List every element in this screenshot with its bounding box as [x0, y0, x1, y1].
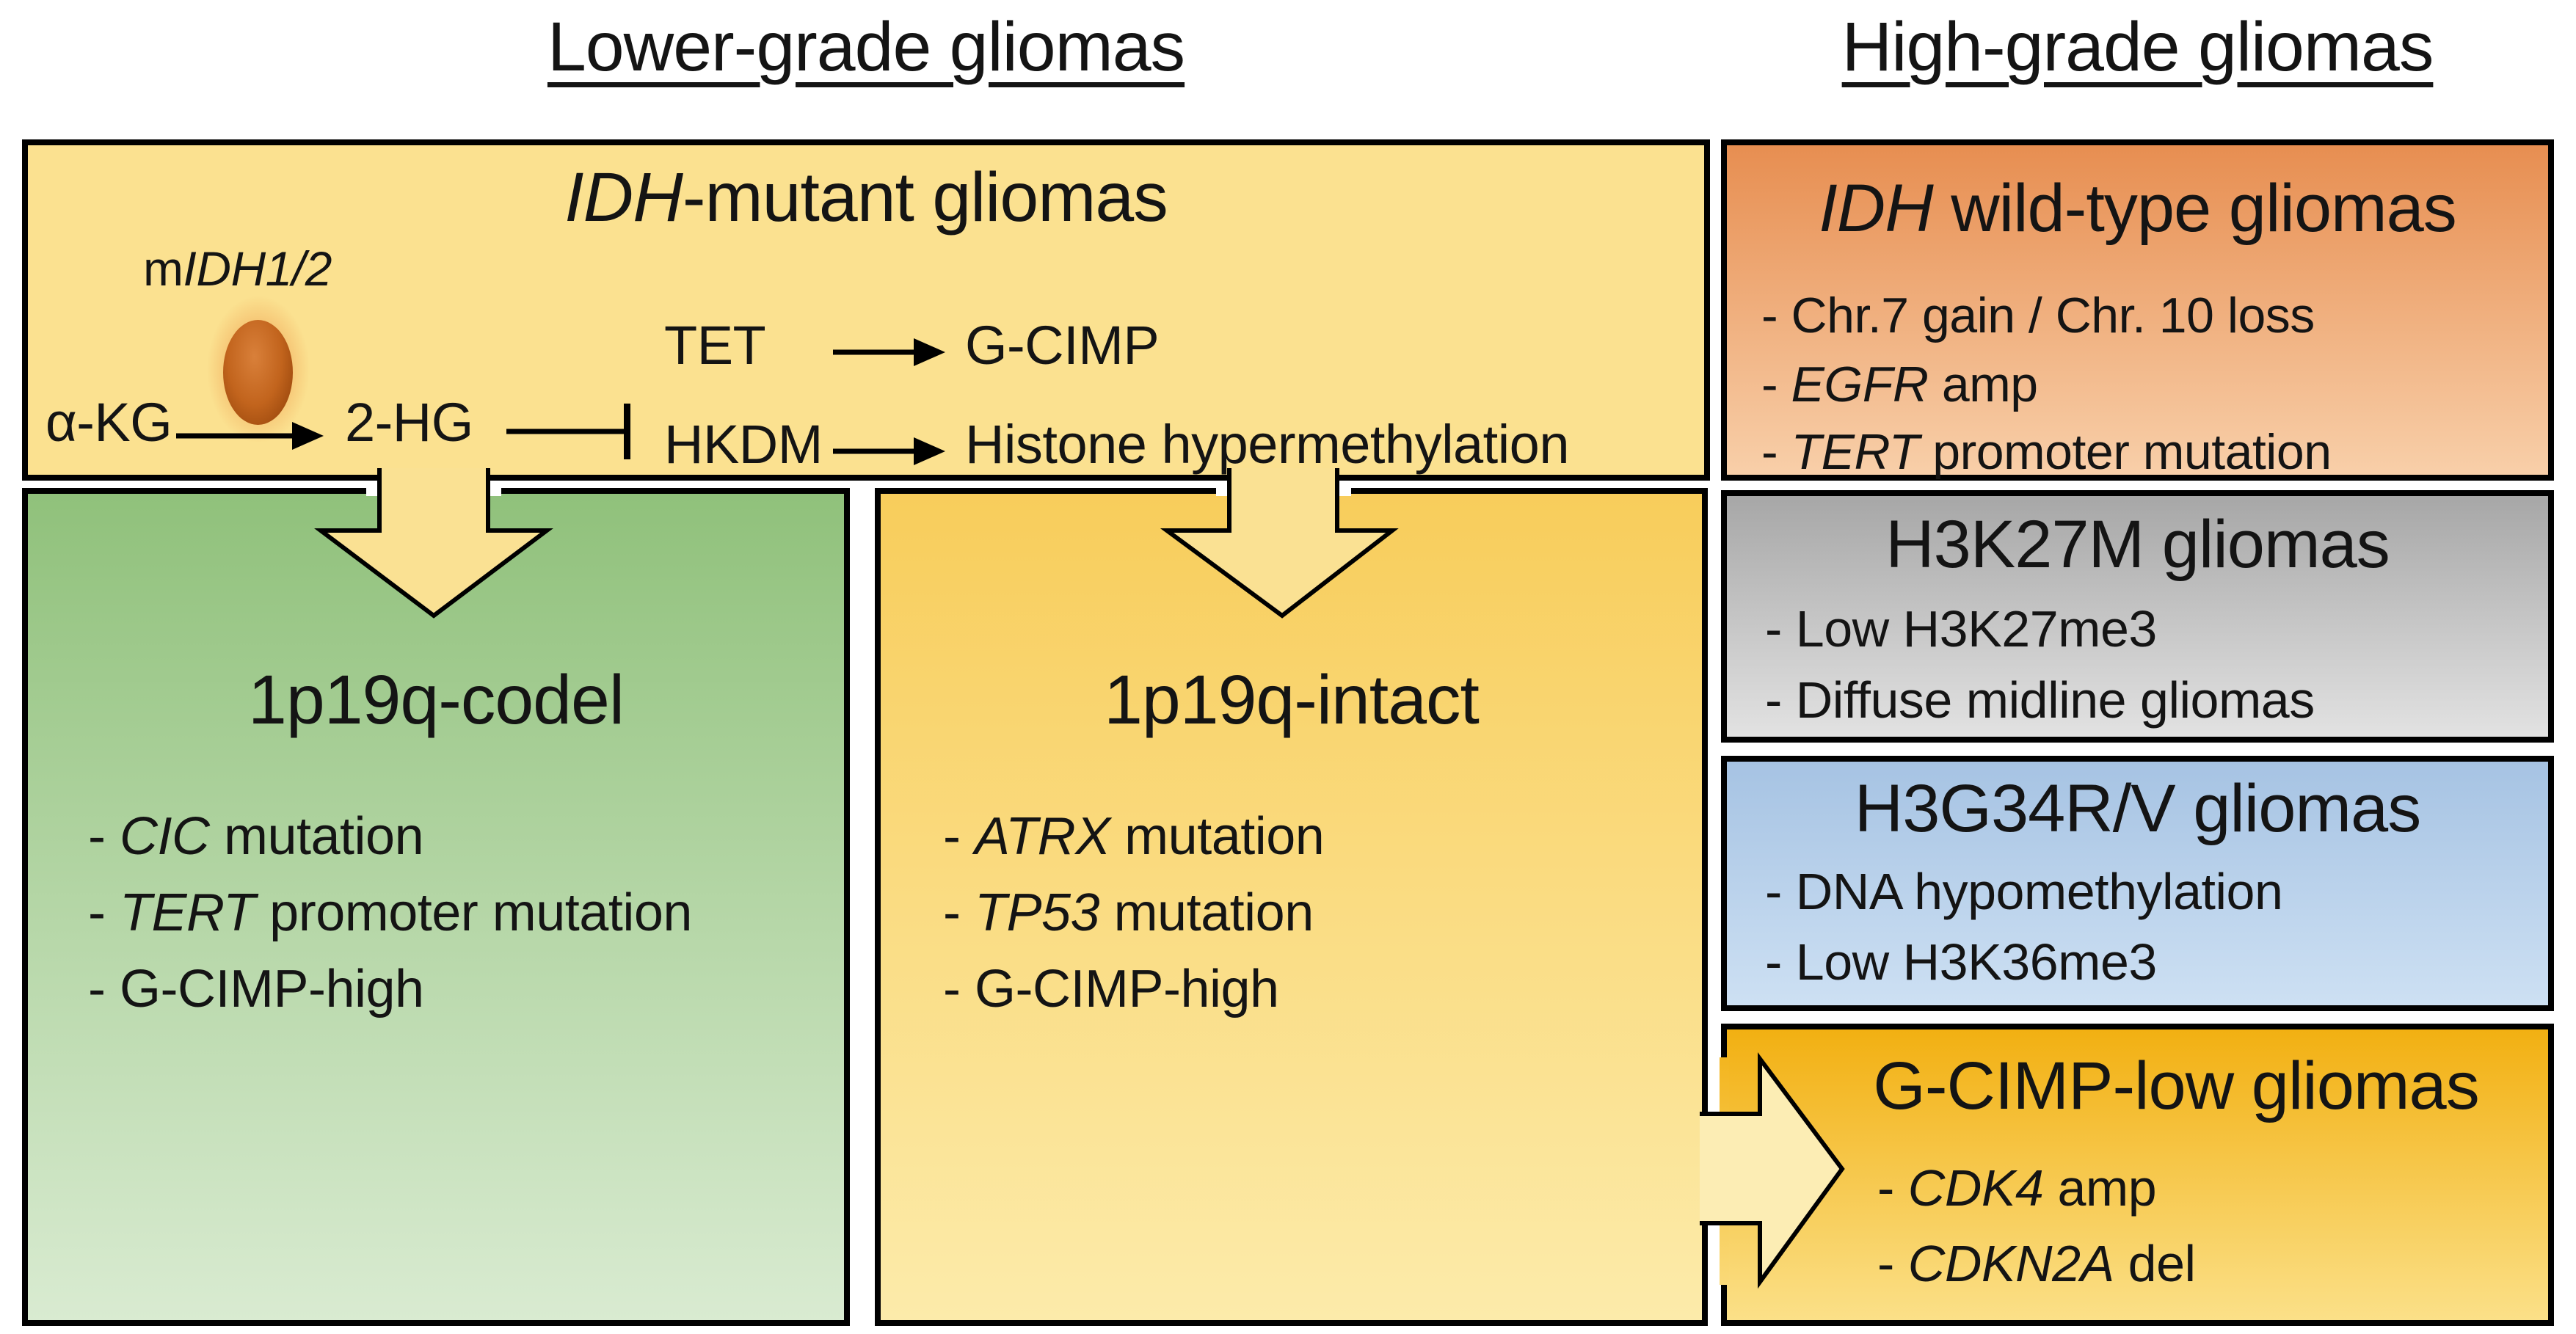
reaction-arrow-head	[292, 422, 324, 450]
section-title-high-grade: High-grade gliomas	[1721, 7, 2554, 87]
wildtype-item-tert: - TERT promoter mutation	[1761, 424, 2332, 480]
mutant-idh-enzyme-circle	[223, 320, 293, 425]
g-cimp-low-gliomas-box	[1721, 1024, 2554, 1326]
wildtype-item-egfr: - EGFR amp	[1761, 357, 2038, 412]
g-cimp-label: G-CIMP	[965, 315, 1160, 376]
inhibition-bar	[624, 404, 630, 459]
h3g34-item-low-h3k36me3: - Low H3K36me3	[1765, 933, 2157, 991]
h3k27m-gliomas-box	[1721, 490, 2554, 743]
h3g34rv-gliomas-box	[1721, 756, 2554, 1011]
tet-label: TET	[664, 315, 766, 376]
codel-item-tert: - TERT promoter mutation	[88, 883, 692, 942]
h3k27m-item-diffuse-midline: - Diffuse midline gliomas	[1765, 671, 2315, 729]
section-title-lower-grade: Lower-grade gliomas	[22, 7, 1710, 87]
gcimp-low-box-title: G-CIMP-low gliomas	[1873, 1049, 2479, 1123]
intact-item-atrx: - ATRX mutation	[943, 807, 1325, 866]
hkdm-arrow-head	[914, 437, 945, 465]
wildtype-item-chr: - Chr.7 gain / Chr. 10 loss	[1761, 288, 2315, 343]
h3k27m-item-low-h3k27me3: - Low H3K27me3	[1765, 600, 2157, 657]
high-grade-title-text: High-grade gliomas	[1841, 8, 2434, 86]
h3g34-item-dna-hypomethylation: - DNA hypomethylation	[1765, 863, 2283, 920]
intact-box-title: 1p19q-intact	[1104, 661, 1480, 739]
intact-item-gcimp-high: - G-CIMP-high	[943, 960, 1279, 1018]
arrow-idh-to-codel	[314, 468, 553, 619]
codel-item-cic: - CIC mutation	[88, 807, 424, 866]
mutant-idh-enzyme-label: mIDH1/2	[143, 241, 332, 296]
h3k27m-box-title: H3K27M gliomas	[1885, 507, 2390, 582]
histone-hypermethylation-label: Histone hypermethylation	[965, 414, 1570, 475]
tet-arrow-head	[914, 338, 945, 366]
wildtype-box-title: IDH wild-type gliomas	[1819, 171, 2457, 246]
arrow-intact-to-gcimp-low	[1700, 1051, 1845, 1289]
hkdm-label: HKDM	[664, 414, 823, 475]
1p19q-intact-box	[875, 488, 1708, 1326]
intact-item-tp53: - TP53 mutation	[943, 883, 1314, 942]
h3g34-box-title: H3G34R/V gliomas	[1854, 771, 2421, 846]
alpha-kg-label: α-KG	[46, 392, 172, 453]
gcimp-low-item-cdk4: - CDK4 amp	[1877, 1159, 2157, 1217]
arrow-idh-to-intact	[1160, 468, 1399, 619]
codel-item-gcimp-high: - G-CIMP-high	[88, 960, 424, 1018]
lower-grade-title-text: Lower-grade gliomas	[547, 8, 1185, 86]
codel-box-title: 1p19q-codel	[248, 661, 625, 739]
gcimp-low-item-cdkn2a: - CDKN2A del	[1877, 1235, 2196, 1292]
2hg-label: 2-HG	[345, 392, 473, 453]
idh-mutant-box-title: IDH-mutant gliomas	[564, 158, 1168, 236]
idh-wild-type-gliomas-box	[1721, 139, 2554, 481]
